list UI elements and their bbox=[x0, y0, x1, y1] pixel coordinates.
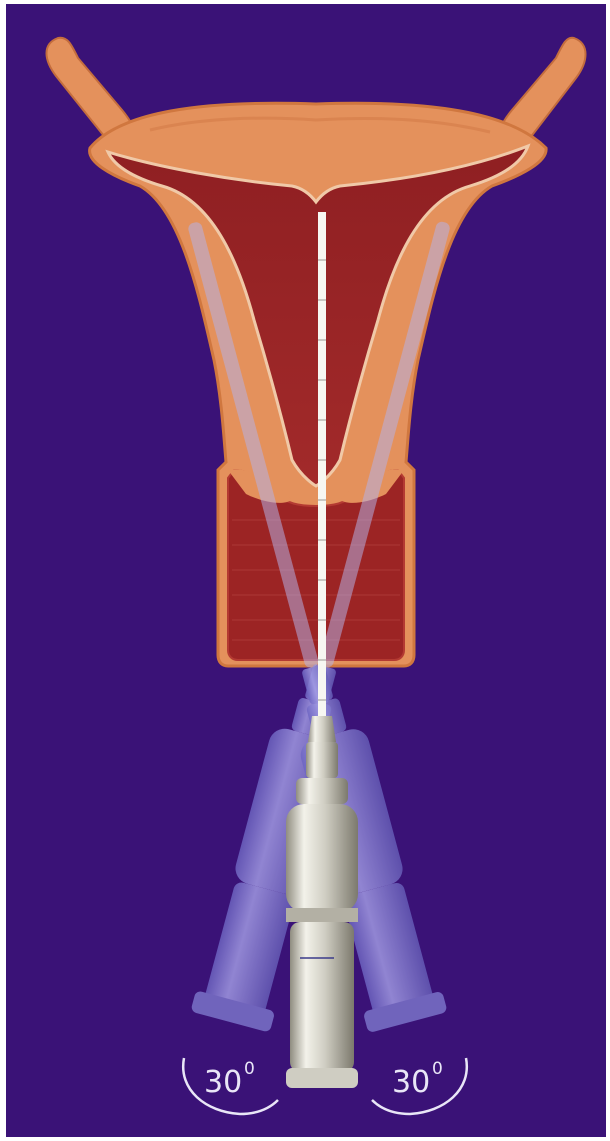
center-syringe-connector bbox=[306, 742, 338, 778]
center-syringe-cap bbox=[286, 1068, 358, 1088]
center-syringe-tip bbox=[308, 716, 336, 742]
center-syringe-ring bbox=[286, 908, 358, 922]
center-syringe-lower bbox=[290, 922, 354, 1072]
left-angle-label: 30 bbox=[204, 1065, 242, 1100]
right-angle-label: 30 bbox=[392, 1065, 430, 1100]
center-syringe-barrel bbox=[286, 804, 358, 912]
center-syringe-neck bbox=[296, 778, 348, 804]
left-angle-degree: 0 bbox=[244, 1059, 255, 1079]
center-cannula bbox=[318, 212, 326, 732]
right-angle-degree: 0 bbox=[432, 1059, 443, 1079]
